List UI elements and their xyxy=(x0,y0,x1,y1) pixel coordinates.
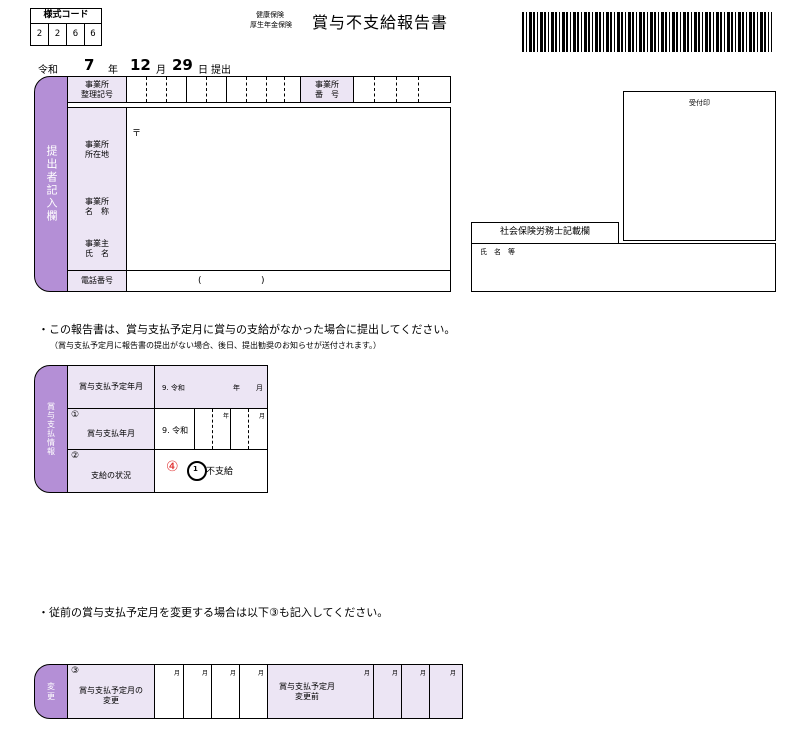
form-code-digit: 2 xyxy=(54,28,61,39)
office-ref-label: 事業所 整理記号 xyxy=(68,77,127,102)
change-old-month-unit: 月 xyxy=(420,670,427,677)
form-code-box: 様式コード 2 2 6 6 xyxy=(30,8,102,46)
change-table: ③ 賞与支払予定月の 変更 月 月 月 月 賞与支払予定月 変更前 月 月 月 … xyxy=(67,664,463,719)
date-month-unit: 月 xyxy=(156,65,166,76)
insurance-line2: 厚生年金保険 xyxy=(250,21,292,29)
bonus-info-side-label: 賞与支払情報 xyxy=(34,365,68,493)
change-old-month-unit: 月 xyxy=(392,670,399,677)
row1-label: 賞与支払年月 xyxy=(87,429,135,438)
status-marker: ④ xyxy=(166,459,179,475)
insurance-line1: 健康保険 xyxy=(256,11,284,19)
date-year: 7 xyxy=(84,56,95,74)
office-ref-row: 事業所 整理記号 事業所 番 号 xyxy=(67,76,451,103)
date-month: 12 xyxy=(130,56,151,74)
status-choice-circle xyxy=(187,461,207,481)
labor-consultant-name-label: 氏 名 等 xyxy=(480,248,515,256)
date-day-unit: 日 xyxy=(198,65,208,76)
barcode xyxy=(522,12,772,52)
row2-label: 支給の状況 xyxy=(91,471,131,480)
change-new-month-unit: 月 xyxy=(258,670,265,677)
form-code-label: 様式コード xyxy=(31,9,101,24)
form-code-digit: 6 xyxy=(72,28,79,39)
office-details-block: 事業所 所在地 〒 事業所 名 称 事業主 氏 名 電話番号 ( ) xyxy=(67,107,451,292)
row1-number: ① xyxy=(71,410,80,420)
labor-consultant-label: 社会保険労務士記載欄 xyxy=(499,227,590,238)
submitter-side-label: 提出者記入欄 xyxy=(34,76,68,292)
row1-month-unit: 月 xyxy=(259,413,266,420)
form-code-digit: 6 xyxy=(90,28,96,39)
change-new-month-unit: 月 xyxy=(230,670,237,677)
note-1: ・この報告書は、賞与支払予定月に賞与の支給がなかった場合に提出してください。 xyxy=(38,323,456,336)
change-new-month-unit: 月 xyxy=(174,670,181,677)
phone-open-paren: ( xyxy=(198,276,202,286)
reception-stamp-label: 受付印 xyxy=(689,99,710,107)
status-choice-label: 不支給 xyxy=(206,467,234,477)
date-day: 29 xyxy=(172,56,193,74)
row1-era: 9. 令和 xyxy=(162,426,189,435)
change-number: ③ xyxy=(71,666,80,676)
page-title: 賞与不支給報告書 xyxy=(312,13,449,32)
labor-consultant-box: 氏 名 等 xyxy=(471,243,776,292)
office-name-label: 事業所 名 称 xyxy=(85,197,109,216)
postal-mark: 〒 xyxy=(132,129,142,139)
row1-year-unit: 年 xyxy=(223,413,230,420)
change-old-month-unit: 月 xyxy=(450,670,457,677)
scheduled-label: 賞与支払予定年月 xyxy=(68,366,155,408)
change-side-label: 変更 xyxy=(34,664,68,719)
scheduled-era: 9. 令和 xyxy=(162,384,185,392)
date-suffix: 提出 xyxy=(211,65,231,76)
address-label: 事業所 所在地 xyxy=(85,140,109,159)
labor-consultant-header: 社会保険労務士記載欄 xyxy=(471,222,619,244)
phone-close-paren: ) xyxy=(261,276,265,286)
change-old-label: 賞与支払予定月 変更前 xyxy=(267,665,347,718)
reception-stamp-box: 受付印 xyxy=(623,91,776,241)
scheduled-month-unit: 月 xyxy=(256,384,263,392)
change-new-month-unit: 月 xyxy=(202,670,209,677)
note-2: （賞与支払予定月に報告書の提出がない場合、後日、提出勧奨のお知らせが送付されます… xyxy=(50,341,382,350)
date-era: 令和 xyxy=(38,65,58,76)
bonus-info-table: 賞与支払予定年月 9. 令和 年 月 ① 賞与支払年月 9. 令和 年 月 ② … xyxy=(67,365,268,493)
scheduled-year-unit: 年 xyxy=(233,384,240,392)
owner-label: 事業主 氏 名 xyxy=(85,239,109,258)
status-choice-number: 1 xyxy=(193,465,198,473)
row2-number: ② xyxy=(71,451,80,461)
phone-label: 電話番号 xyxy=(81,276,113,285)
change-old-month-unit: 月 xyxy=(364,670,371,677)
note-3: ・従前の賞与支払予定月を変更する場合は以下③も記入してください。 xyxy=(38,606,389,619)
office-no-label: 事業所 番 号 xyxy=(300,77,354,102)
date-year-unit: 年 xyxy=(108,65,118,76)
change-new-label: 賞与支払予定月の 変更 xyxy=(79,686,143,705)
form-code-digit: 2 xyxy=(36,28,43,39)
